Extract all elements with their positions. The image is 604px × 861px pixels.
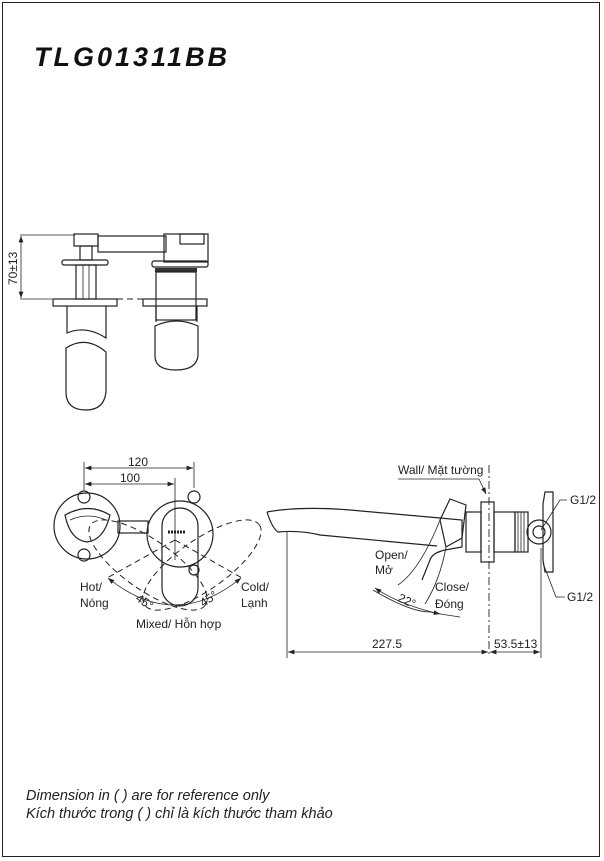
note-vietnamese: Kích thước trong ( ) chỉ là kích thước t… <box>26 806 333 822</box>
model-title: TLG01311BB <box>34 42 231 72</box>
wall-depth-dim: 53.5±13 <box>494 637 538 651</box>
close-label: Close/ <box>435 580 470 594</box>
mixed-label: Mixed/ Hỗn hợp <box>136 616 222 631</box>
hot-label-vi: Nóng <box>80 596 109 610</box>
wall-label: Wall/ Mặt tường <box>398 463 483 477</box>
cold-label-vi: Lạnh <box>241 596 268 610</box>
hot-label: Hot/ <box>80 580 103 594</box>
cold-label: Cold/ <box>241 580 270 594</box>
spout-length-dim: 227.5 <box>372 637 402 651</box>
angle-right: 45° <box>197 588 220 610</box>
dimension-120: 120 <box>128 455 148 469</box>
angle-left: 45° <box>133 591 156 613</box>
side-view: Wall/ Mặt tường 22° Open/ Mở Close/ Đóng… <box>266 463 596 658</box>
elevation-view: 70±13 <box>6 233 209 411</box>
plan-view: 120 100 45° 45° Hot/ Nóng Cold/ Lạnh Mix… <box>53 455 270 631</box>
close-label-vi: Đóng <box>435 597 464 611</box>
handle-angle: 22° <box>396 591 419 611</box>
dimension-100: 100 <box>120 471 140 485</box>
thread-bottom-label: G1/2 <box>567 590 593 604</box>
open-label: Open/ <box>375 548 408 562</box>
height-dimension: 70±13 <box>6 251 20 285</box>
open-label-vi: Mở <box>375 563 393 577</box>
note-english: Dimension in ( ) are for reference only <box>26 788 270 804</box>
thread-top-label: G1/2 <box>570 493 596 507</box>
